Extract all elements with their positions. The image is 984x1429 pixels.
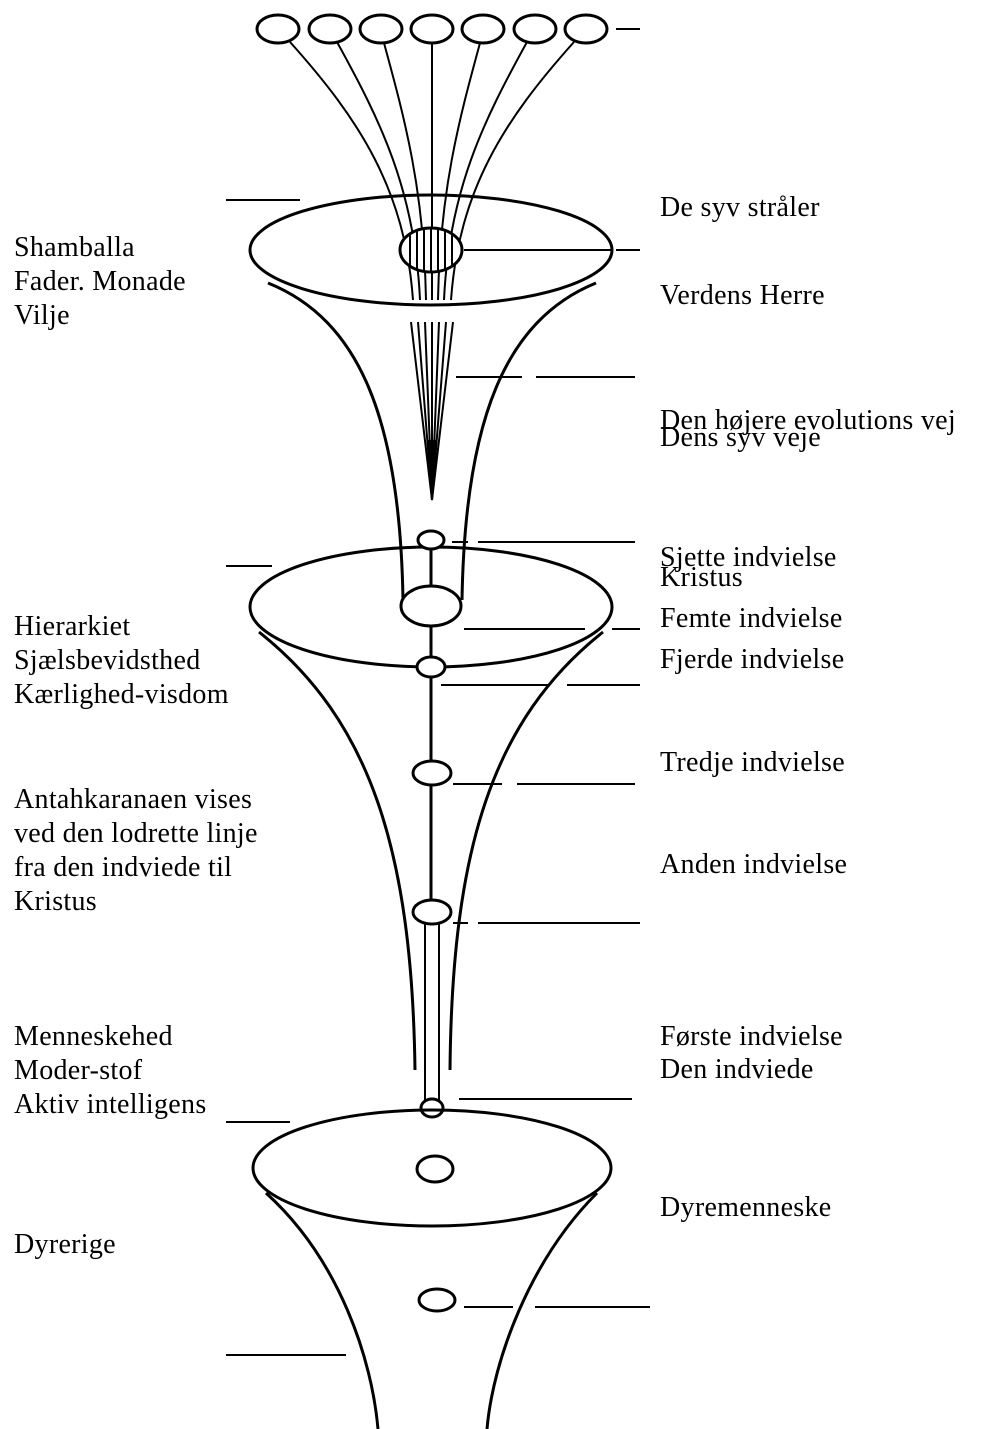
node-femte xyxy=(401,586,461,626)
label-line: ved den lodrette linje xyxy=(14,817,258,851)
label-dyremenneske: Dyremenneske xyxy=(660,1191,832,1225)
ray-circle-7 xyxy=(565,15,607,43)
label-line: Dyrerige xyxy=(14,1228,116,1262)
node-dyremenneske xyxy=(419,1289,455,1311)
label-kristus: Kristus xyxy=(660,561,743,595)
label-line: Moder-stof xyxy=(14,1054,207,1088)
node-fjerde xyxy=(417,657,445,677)
label-line: Sjælsbevidsthed xyxy=(14,644,229,678)
label-anden-indvielse: Anden indvielse xyxy=(660,848,847,882)
seven-ray-circles xyxy=(257,15,607,43)
seven-paths-lines xyxy=(411,322,453,502)
label-hierarkiet: Hierarkiet Sjælsbevidsthed Kærlighed-vis… xyxy=(14,610,229,712)
label-fjerde-indvielse: Fjerde indvielse xyxy=(660,643,844,677)
label-forste-indvielse: Første indvielse xyxy=(660,1020,843,1054)
ray-circle-3 xyxy=(360,15,402,43)
label-syv-veje: Dens syv veje xyxy=(660,421,821,455)
ray-circle-6 xyxy=(514,15,556,43)
label-line: Fader. Monade xyxy=(14,265,186,299)
label-syv-straaler: De syv stråler xyxy=(660,191,820,225)
pointer-lines-right xyxy=(441,29,650,1307)
ray-circle-1 xyxy=(257,15,299,43)
label-line: Kærlighed-visdom xyxy=(14,678,229,712)
label-line: Shamballa xyxy=(14,231,186,265)
label-antahkarana: Antahkaranaen vises ved den lodrette lin… xyxy=(14,783,258,919)
ray-circle-5 xyxy=(462,15,504,43)
ray-circle-2 xyxy=(309,15,351,43)
label-verdens-herre: Verdens Herre xyxy=(660,279,825,313)
menneskehed-funnel xyxy=(253,1110,611,1429)
label-line: Menneskehed xyxy=(14,1020,207,1054)
label-line: fra den indviede til xyxy=(14,851,258,885)
node-anden xyxy=(413,900,451,924)
label-shamballa: Shamballa Fader. Monade Vilje xyxy=(14,231,186,333)
pointer-lines-left xyxy=(226,200,346,1355)
label-den-indviede: Den indviede xyxy=(660,1053,814,1087)
label-line: Kristus xyxy=(14,885,258,919)
antahkarana-axis xyxy=(425,548,439,1105)
label-femte-indvielse: Femte indvielse xyxy=(660,602,843,636)
node-tredje xyxy=(413,761,451,785)
label-line: Hierarkiet xyxy=(14,610,229,644)
node-sjette xyxy=(418,531,444,549)
node-forste xyxy=(421,1099,443,1117)
label-menneskehed: Menneskehed Moder-stof Aktiv intelligens xyxy=(14,1020,207,1122)
label-dyrerige: Dyrerige xyxy=(14,1228,116,1262)
label-line: Vilje xyxy=(14,299,186,333)
verdens-herre-circle xyxy=(400,228,462,272)
label-line: Antahkaranaen vises xyxy=(14,783,258,817)
label-line: Aktiv intelligens xyxy=(14,1088,207,1122)
ray-circle-4 xyxy=(411,15,453,43)
label-tredje-indvielse: Tredje indvielse xyxy=(660,746,845,780)
